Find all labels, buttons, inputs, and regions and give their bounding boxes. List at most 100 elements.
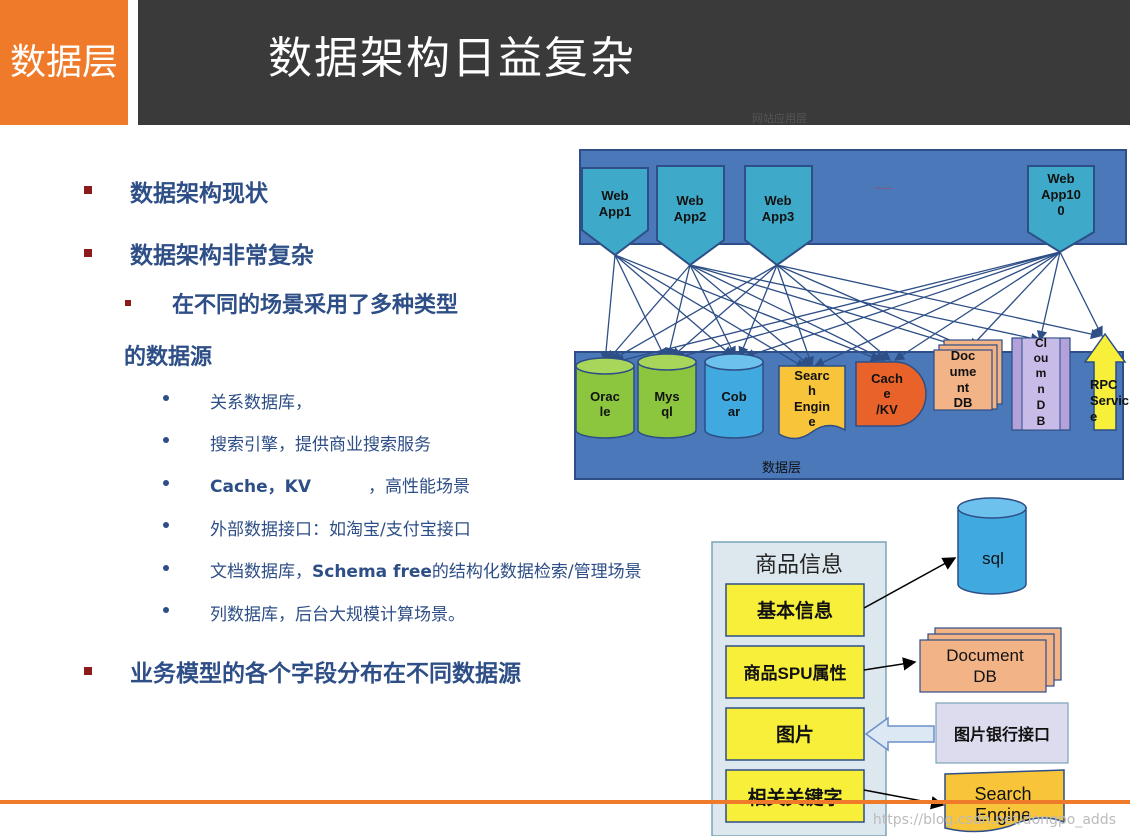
arrow-basic-to-sql [863,557,957,609]
bullet-marker [163,522,169,528]
footer-line [0,800,1130,804]
svg-text:Engine: Engine [975,805,1031,825]
svg-text:DB: DB [954,395,973,410]
bullet-complex: 数据架构非常复杂 [130,243,314,269]
field-spu-attributes [725,645,865,699]
data-layer-label: 数据层 [762,460,801,475]
svg-text:App10: App10 [1041,187,1081,202]
bullet-schema-free: Schema free [312,562,432,582]
image-bank-api: 图片银行接口 [935,702,1069,764]
svg-text:e: e [1090,409,1097,424]
arrow-api-to-images [864,716,935,752]
page-title: 数据架构日益复杂 [268,33,636,84]
bullet-cache-desc: ，高性能场景 [368,477,470,497]
svg-text:D: D [1037,398,1046,412]
svg-text:Web: Web [676,193,703,208]
bullet-multi-types-line1: 在不同的场景采用了多种类型 [172,293,459,318]
field-basic-info [725,583,865,637]
svg-text:ql: ql [661,404,673,419]
svg-text:DB: DB [973,667,997,686]
svg-text:Searc: Searc [794,368,829,383]
svg-text:App3: App3 [762,209,795,224]
field-images [725,707,865,761]
product-info-panel: 商品信息 基本信息 商品SPU属性 图片 相关关键字 [711,541,887,836]
product-info-title: 商品信息 [755,552,843,577]
svg-text:nt: nt [957,380,970,395]
oracle-db: Orac le [575,357,635,439]
svg-text:Web: Web [601,188,628,203]
svg-text:n: n [1037,382,1044,396]
svg-text:RPC: RPC [1090,377,1118,392]
svg-text:App2: App2 [674,209,707,224]
bullet-relational: 关系数据库， [210,393,312,413]
bullet-multi-types-line2: 的数据源 [124,345,213,370]
web-app-2: Web App2 [656,165,725,267]
bullet-marker [163,437,169,443]
svg-text:/KV: /KV [876,402,898,417]
bullet-marker [125,300,131,306]
svg-text:e: e [883,386,890,401]
bullet-search: 搜索引擎，提供商业搜索服务 [210,435,431,455]
web-app-1: Web App1 [581,167,649,257]
app-layer-label: 网站应用层 [752,111,807,125]
svg-text:le: le [600,404,611,419]
bullet-marker [163,607,169,613]
cache-kv: Cach e /KV [855,361,927,427]
field-keywords [725,769,865,823]
svg-text:m: m [1036,366,1047,380]
arrow-spu-to-docdb [863,657,917,671]
document-db: Doc ume nt DB [933,339,1003,411]
svg-text:ume: ume [950,364,977,379]
connection-arrows [600,251,1103,369]
product-document-db: Document DB [919,627,1062,693]
sql-db: sql [957,497,1027,595]
svg-text:Servic: Servic [1090,393,1129,408]
bullet-cache-kv: Cache，KV [210,477,311,497]
svg-text:Cob: Cob [721,389,746,404]
svg-text:基本信息: 基本信息 [756,599,833,622]
bullet-external-api: 外部数据接口：如淘宝/支付宝接口 [210,520,471,540]
svg-text:Engin: Engin [794,399,830,414]
ellipsis-dots: ...... [874,180,892,192]
bullet-business-model: 业务模型的各个字段分布在不同数据源 [130,661,521,687]
bullet-doc-prefix: 文档数据库， [210,562,312,582]
svg-text:商品SPU属性: 商品SPU属性 [744,663,847,683]
svg-text:Web: Web [1047,171,1074,186]
svg-text:Mys: Mys [654,389,679,404]
svg-text:e: e [808,414,815,429]
svg-text:图片银行接口: 图片银行接口 [954,725,1050,744]
column-db: Cl ou m n D B [1011,336,1071,431]
mysql-db: Mys ql [637,353,697,439]
svg-text:Orac: Orac [590,389,620,404]
bullet-marker [163,480,169,486]
svg-text:Web: Web [764,193,791,208]
bullet-marker [84,249,92,257]
bullet-marker [163,565,169,571]
cobar-db: Cob ar [704,353,764,439]
bullet-current-state: 数据架构现状 [130,181,268,207]
svg-text:App1: App1 [599,204,632,219]
svg-text:h: h [808,383,816,398]
svg-text:0: 0 [1057,203,1064,218]
section-tag: 数据层 [0,0,128,125]
bullet-marker [84,186,92,194]
svg-text:ar: ar [728,404,740,419]
svg-text:B: B [1037,414,1046,428]
header-bar [138,0,1130,125]
bullet-column-db: 列数据库，后台大规模计算场景。 [210,605,465,625]
svg-text:Cach: Cach [871,371,903,386]
watermark: https://blog.csdn.net/dongpo_adds [872,812,1116,828]
svg-text:ou: ou [1034,351,1049,365]
web-app-100: Web App10 0 [1027,165,1095,254]
svg-text:图片: 图片 [776,723,814,746]
bullet-document-db: 文档数据库，Schema free的结构化数据检索/管理场景 [210,557,642,582]
bullet-marker [84,667,92,675]
svg-text:sql: sql [982,549,1004,568]
rpc-service: RPC Servic e [1083,332,1129,431]
web-app-3: Web App3 [744,165,813,267]
svg-text:相关关键字: 相关关键字 [747,786,842,809]
svg-text:Document: Document [946,646,1024,665]
svg-text:Doc: Doc [951,348,976,363]
product-search-engine: Search Engine [944,769,1065,833]
